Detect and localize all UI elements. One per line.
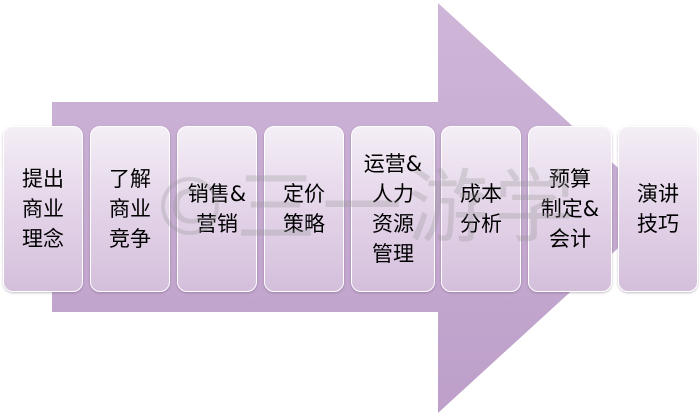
step-label-5: 运营& 人力 资源 管理 [363, 152, 423, 266]
step-label-3: 销售& 营销 [187, 182, 247, 236]
step-box-8: 演讲 技巧 [618, 126, 698, 292]
step-box-3: 销售& 营销 [177, 126, 257, 292]
step-box-2: 了解 商业 竞争 [90, 126, 170, 292]
step-label-7: 预算 制定& 会计 [540, 167, 600, 251]
step-label-6: 成本 分析 [460, 182, 502, 236]
step-label-8: 演讲 技巧 [637, 182, 679, 236]
step-box-1: 提出 商业 理念 [3, 126, 83, 292]
step-label-4: 定价 策略 [283, 182, 325, 236]
step-box-7: 预算 制定& 会计 [528, 126, 612, 292]
step-box-6: 成本 分析 [441, 126, 521, 292]
step-box-5: 运营& 人力 资源 管理 [351, 126, 435, 292]
step-label-2: 了解 商业 竞争 [109, 167, 151, 251]
step-box-4: 定价 策略 [264, 126, 344, 292]
step-label-1: 提出 商业 理念 [22, 167, 64, 251]
